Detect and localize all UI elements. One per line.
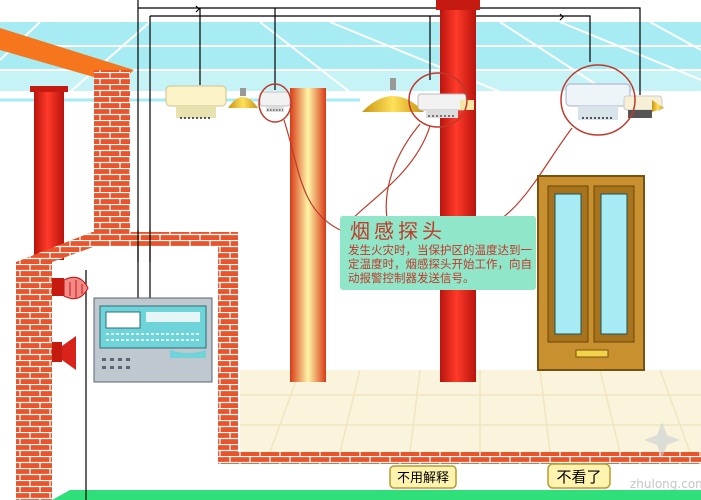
floor-tiles <box>240 369 701 453</box>
smoke-detector-5 <box>623 95 664 118</box>
info-box-line-3: 动报警控制器发送信号。 <box>348 271 475 285</box>
info-box: 烟感探头 发生火灾时，当保护区的温度达到一 定温度时，烟感探头开始工作，向自 动… <box>340 216 536 290</box>
front-brick-wall <box>16 232 701 500</box>
stop-watching-button[interactable]: 不看了 <box>547 463 611 489</box>
ceiling-lamp-1 <box>228 88 258 108</box>
watermark-text: zhulong.com <box>630 477 701 491</box>
siren-horn-icon <box>52 336 76 370</box>
smoke-detector-1 <box>165 85 227 119</box>
info-box-line-2: 定温度时，烟感探头开始工作，向自 <box>348 257 532 271</box>
fire-alarm-control-panel <box>93 297 213 383</box>
no-explain-button[interactable]: 不用解释 <box>389 465 457 489</box>
center-red-column <box>440 0 476 382</box>
no-explain-button-label: 不用解释 <box>397 471 449 486</box>
alarm-light-icon <box>52 276 89 300</box>
watermark-logo: zhulong.com <box>630 422 701 491</box>
stop-watching-button-label: 不看了 <box>556 468 601 486</box>
info-box-title: 烟感探头 <box>350 219 446 243</box>
gold-column <box>290 88 326 382</box>
smoke-detector-4 <box>565 83 631 120</box>
info-box-line-1: 发生火灾时，当保护区的温度达到一 <box>348 243 532 257</box>
ground-strip <box>52 490 701 500</box>
brick-pillar <box>94 70 130 236</box>
wooden-door <box>537 175 645 371</box>
left-red-column <box>34 88 64 260</box>
floor <box>240 370 701 452</box>
detector-highlight-circles <box>258 64 636 136</box>
